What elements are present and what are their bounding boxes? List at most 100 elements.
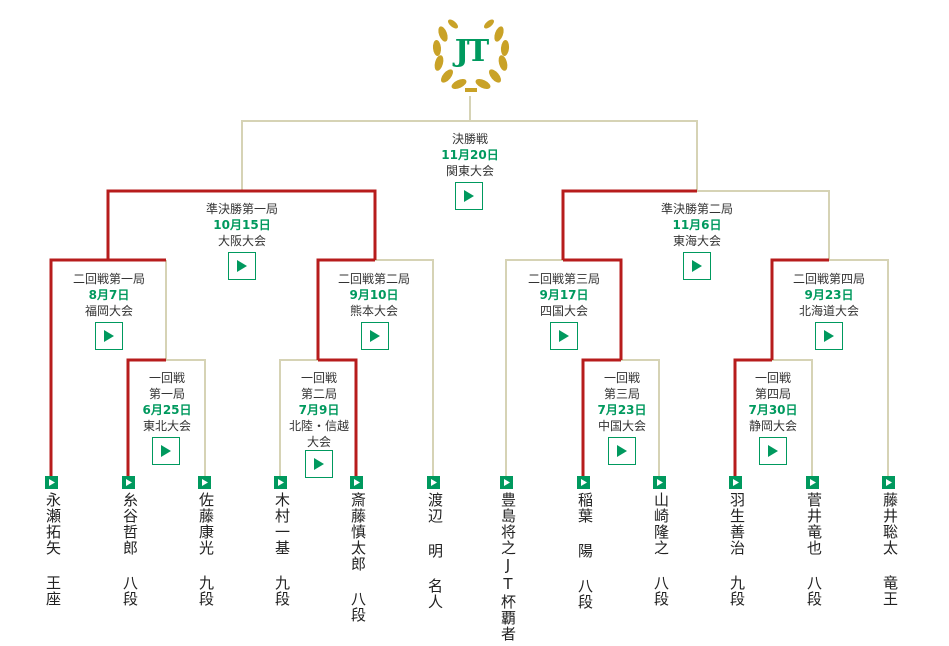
player-8-play-icon[interactable] xyxy=(577,476,590,489)
match-date: 7月30日 xyxy=(748,403,798,417)
r1-4-label: 一回戦 第四局 7月30日 静岡大会 xyxy=(728,370,818,434)
r2-3-play-button[interactable] xyxy=(550,322,578,350)
play-icon xyxy=(314,458,324,470)
round-name: 準決勝第二局 xyxy=(660,202,733,216)
round-name: 二回戦第一局 xyxy=(72,272,145,286)
r1-1-play-button[interactable] xyxy=(152,437,180,465)
player-3-play-icon[interactable] xyxy=(198,476,211,489)
play-icon xyxy=(237,260,247,272)
player-name-8[interactable]: 稲葉 陽 八段 xyxy=(576,492,594,610)
round-name: 一回戦 xyxy=(148,371,185,385)
laurel-wreath-icon xyxy=(432,19,510,92)
venue: 大阪大会 xyxy=(217,234,266,248)
semi1-label: 準決勝第一局 10月15日 大阪大会 xyxy=(172,201,312,249)
venue-suffix: 大会 xyxy=(306,435,331,449)
play-icon xyxy=(104,330,114,342)
player-name-6[interactable]: 渡辺 明 名人 xyxy=(426,492,444,610)
match-date: 6月25日 xyxy=(142,403,192,417)
final-play-button[interactable] xyxy=(455,182,483,210)
player-name-3[interactable]: 佐藤康光 九段 xyxy=(197,492,215,607)
match-date: 11月20日 xyxy=(441,148,499,162)
r1-2-label: 一回戦 第二局 7月9日 北陸・信越 大会 xyxy=(274,370,364,450)
venue: 熊本大会 xyxy=(349,304,398,318)
player-9-play-icon[interactable] xyxy=(653,476,666,489)
player-name-7[interactable]: 豊島将之JT杯覇者 xyxy=(499,492,517,642)
player-1-play-icon[interactable] xyxy=(45,476,58,489)
r2-2-label: 二回戦第二局 9月10日 熊本大会 xyxy=(304,271,444,319)
r2-1-play-button[interactable] xyxy=(95,322,123,350)
round-name: 一回戦 xyxy=(300,371,337,385)
r1-3-play-button[interactable] xyxy=(608,437,636,465)
venue: 中国大会 xyxy=(597,419,646,433)
r1-1-label: 一回戦 第一局 6月25日 東北大会 xyxy=(122,370,212,434)
player-7-play-icon[interactable] xyxy=(500,476,513,489)
play-icon xyxy=(370,330,380,342)
match-date: 10月15日 xyxy=(213,218,271,232)
round-number: 第三局 xyxy=(603,387,640,401)
round-name: 二回戦第四局 xyxy=(792,272,865,286)
match-date: 8月7日 xyxy=(88,288,130,302)
semi1-play-button[interactable] xyxy=(228,252,256,280)
round-name: 一回戦 xyxy=(603,371,640,385)
play-icon xyxy=(617,445,627,457)
player-10-play-icon[interactable] xyxy=(729,476,742,489)
r1-2-play-button[interactable] xyxy=(305,450,333,478)
venue: 北陸・信越 xyxy=(288,419,349,433)
r2-1-label: 二回戦第一局 8月7日 福岡大会 xyxy=(39,271,179,319)
play-icon xyxy=(559,330,569,342)
player-name-1[interactable]: 永瀬拓矢 王座 xyxy=(44,492,62,607)
round-number: 第二局 xyxy=(300,387,337,401)
player-5-play-icon[interactable] xyxy=(350,476,363,489)
semi2-play-button[interactable] xyxy=(683,252,711,280)
round-name: 決勝戦 xyxy=(451,132,488,146)
round-name: 二回戦第三局 xyxy=(527,272,600,286)
round-number: 第四局 xyxy=(754,387,791,401)
venue: 東北大会 xyxy=(142,419,191,433)
r1-4-play-button[interactable] xyxy=(759,437,787,465)
venue: 四国大会 xyxy=(539,304,588,318)
r2-3-label: 二回戦第三局 9月17日 四国大会 xyxy=(494,271,634,319)
r2-4-play-button[interactable] xyxy=(815,322,843,350)
jt-logo: JT xyxy=(425,8,517,94)
play-icon xyxy=(768,445,778,457)
match-date: 9月17日 xyxy=(539,288,589,302)
player-12-play-icon[interactable] xyxy=(882,476,895,489)
player-name-2[interactable]: 糸谷哲郎 八段 xyxy=(121,492,139,607)
play-icon xyxy=(161,445,171,457)
final-label: 決勝戦 11月20日 関東大会 xyxy=(400,131,540,179)
venue: 福岡大会 xyxy=(84,304,133,318)
venue: 東海大会 xyxy=(672,234,721,248)
player-name-5[interactable]: 斎藤慎太郎 八段 xyxy=(349,492,367,623)
play-icon xyxy=(464,190,474,202)
r2-4-label: 二回戦第四局 9月23日 北海道大会 xyxy=(759,271,899,319)
match-date: 7月9日 xyxy=(298,403,340,417)
player-4-play-icon[interactable] xyxy=(274,476,287,489)
logo-text: JT xyxy=(454,34,490,69)
round-number: 第一局 xyxy=(148,387,185,401)
player-name-11[interactable]: 菅井竜也 八段 xyxy=(805,492,823,607)
venue: 北海道大会 xyxy=(798,304,859,318)
player-name-4[interactable]: 木村一基 九段 xyxy=(273,492,291,607)
player-name-10[interactable]: 羽生善治 九段 xyxy=(728,492,746,607)
player-name-12[interactable]: 藤井聡太 竜王 xyxy=(881,492,899,607)
venue: 関東大会 xyxy=(445,164,494,178)
round-name: 一回戦 xyxy=(754,371,791,385)
play-icon xyxy=(692,260,702,272)
r1-3-label: 一回戦 第三局 7月23日 中国大会 xyxy=(577,370,667,434)
player-name-9[interactable]: 山崎隆之 八段 xyxy=(652,492,670,607)
match-date: 9月10日 xyxy=(349,288,399,302)
round-name: 二回戦第二局 xyxy=(337,272,410,286)
match-date: 11月6日 xyxy=(672,218,722,232)
round-name: 準決勝第一局 xyxy=(205,202,278,216)
semi2-label: 準決勝第二局 11月6日 東海大会 xyxy=(627,201,767,249)
r2-2-play-button[interactable] xyxy=(361,322,389,350)
match-date: 7月23日 xyxy=(597,403,647,417)
venue: 静岡大会 xyxy=(748,419,797,433)
match-date: 9月23日 xyxy=(804,288,854,302)
player-6-play-icon[interactable] xyxy=(427,476,440,489)
player-11-play-icon[interactable] xyxy=(806,476,819,489)
play-icon xyxy=(824,330,834,342)
player-2-play-icon[interactable] xyxy=(122,476,135,489)
